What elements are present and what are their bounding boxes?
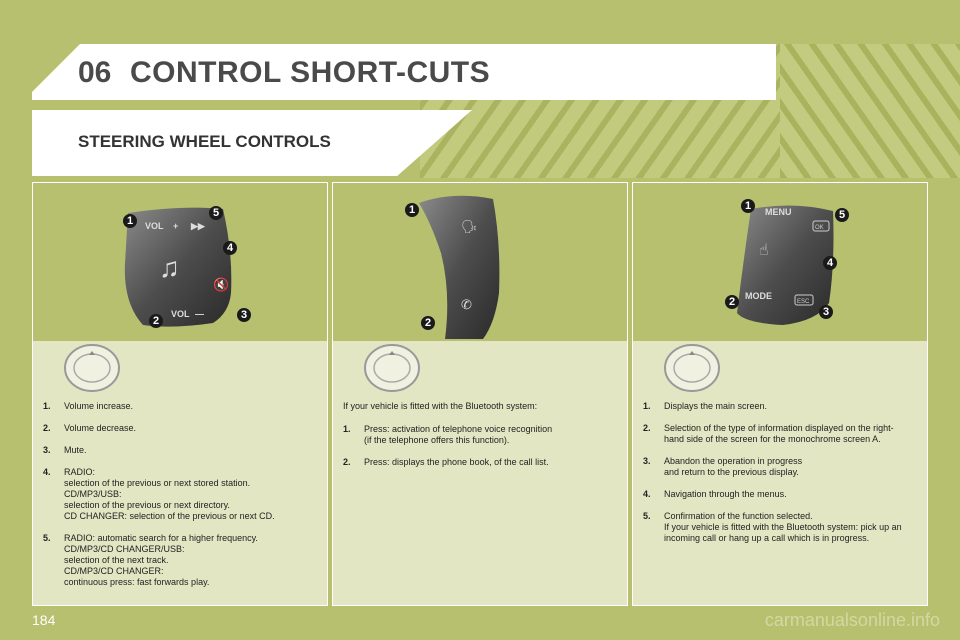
- list-item: 4.RADIO: selection of the previous or ne…: [43, 467, 275, 521]
- callout-badge: 3: [237, 308, 251, 322]
- list-item: 3.Mute.: [43, 445, 87, 455]
- bluetooth-intro: If your vehicle is fitted with the Bluet…: [343, 401, 538, 411]
- callout-badge: 2: [725, 295, 739, 309]
- callout-badge: 5: [209, 206, 223, 220]
- bluetooth-control-illustration: 🗣 ✆ 1 2: [333, 183, 627, 341]
- callout-badge: 4: [823, 256, 837, 270]
- chapter-number: 06: [78, 56, 112, 89]
- right-stalk-graphic: MENU MODE OK ESC ☝: [737, 205, 834, 325]
- steering-wheel-icon: [364, 344, 420, 392]
- voice-recognition-icon: 🗣: [461, 219, 478, 234]
- list-item: 1.Displays the main screen.: [643, 401, 768, 411]
- list-item: 5.Confirmation of the function selected.…: [643, 511, 902, 543]
- list-item: 3.Abandon the operation in progress and …: [643, 456, 803, 477]
- right-control-illustration: MENU MODE OK ESC ☝ 1 2 3 4 5: [633, 183, 927, 341]
- panel-left-controls: VOL + ▶▶ ♫ 🔇 VOL — 1 2 3 4 5 1.Volume in…: [32, 182, 328, 606]
- minus-icon: —: [195, 309, 204, 319]
- list-item: 1.Volume increase.: [43, 401, 134, 411]
- menu-label: MENU: [765, 207, 792, 217]
- music-note-icon: ♫: [159, 252, 180, 283]
- panel-right-controls: MENU MODE OK ESC ☝ 1 2 3 4 5 1.Displays …: [632, 182, 928, 606]
- list-item: 4.Navigation through the menus.: [643, 489, 787, 499]
- list-item: 2.Press: displays the phone book, of the…: [343, 457, 549, 467]
- plus-icon: +: [173, 221, 178, 231]
- callout-badge: 1: [741, 199, 755, 213]
- stalk-body: [737, 205, 834, 325]
- phone-icon: ✆: [461, 297, 472, 312]
- left-control-list: 1.Volume increase. 2.Volume decrease. 3.…: [43, 401, 317, 599]
- vol-down-label: VOL: [171, 309, 190, 319]
- scroll-wheel-icon: ☝: [759, 242, 769, 259]
- section-title: STEERING WHEEL CONTROLS: [78, 132, 331, 151]
- callout-badge: 2: [421, 316, 435, 330]
- list-item: 2.Volume decrease.: [43, 423, 137, 433]
- steering-wheel-icon: [64, 344, 120, 392]
- site-watermark[interactable]: carmanualsonline.info: [764, 610, 940, 630]
- ok-button-graphic: [812, 220, 830, 232]
- list-item: 5.RADIO: automatic search for a higher f…: [43, 533, 258, 587]
- bluetooth-control-list: If your vehicle is fitted with the Bluet…: [343, 401, 617, 479]
- callout-badge: 4: [223, 241, 237, 255]
- chapter-title-band: 06 CONTROL SHORT-CUTS: [32, 44, 776, 100]
- right-control-list: 1.Displays the main screen. 2.Selection …: [643, 401, 917, 555]
- vol-up-label: VOL: [145, 221, 164, 231]
- left-control-illustration: VOL + ▶▶ ♫ 🔇 VOL — 1 2 3 4 5: [33, 183, 327, 341]
- chapter-title: CONTROL SHORT-CUTS: [130, 56, 491, 89]
- mute-icon: 🔇: [213, 277, 229, 292]
- stalk-body: [419, 195, 500, 339]
- bluetooth-stalk-graphic: 🗣 ✆: [419, 195, 500, 339]
- callout-badge: 1: [405, 203, 419, 217]
- esc-button-graphic: [794, 294, 814, 306]
- list-item: 2.Selection of the type of information d…: [643, 423, 894, 444]
- callout-badge: 5: [835, 208, 849, 222]
- callout-badge: 2: [149, 314, 163, 328]
- section-title-band: STEERING WHEEL CONTROLS: [32, 110, 472, 176]
- esc-label: ESC: [797, 299, 810, 305]
- left-stalk-graphic: VOL + ▶▶ ♫ 🔇 VOL —: [124, 207, 232, 327]
- header-chevron-pattern: [780, 44, 960, 178]
- steering-wheel-icon: [664, 344, 720, 392]
- ok-label: OK: [815, 225, 824, 231]
- callout-badge: 1: [123, 214, 137, 228]
- callout-badge: 3: [819, 305, 833, 319]
- list-item: 1.Press: activation of telephone voice r…: [343, 424, 553, 445]
- page-number: 184: [32, 612, 56, 628]
- mode-label: MODE: [745, 291, 772, 301]
- stalk-body: [124, 207, 232, 327]
- fast-forward-icon: ▶▶: [190, 221, 206, 231]
- panel-bluetooth-controls: 🗣 ✆ 1 2 If your vehicle is fitted with t…: [332, 182, 628, 606]
